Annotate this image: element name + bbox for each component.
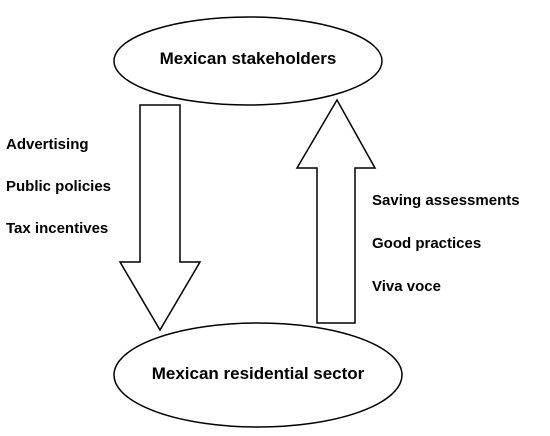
up-arrow-icon: [295, 98, 377, 324]
right-label-viva-voce: Viva voce: [372, 278, 441, 295]
right-label-good-practices: Good practices: [372, 235, 482, 252]
bottom-ellipse: [113, 322, 403, 428]
left-label-advertising: Advertising: [6, 136, 89, 153]
top-node-label: Mexican stakeholders: [159, 49, 337, 68]
right-label-saving-assessments: Saving assessments: [372, 192, 520, 209]
bottom-node-label: Mexican residential sector: [151, 364, 365, 383]
down-arrow-icon: [118, 104, 202, 332]
left-label-public-policies: Public policies: [6, 178, 112, 195]
top-ellipse: [113, 16, 383, 106]
left-label-tax-incentives: Tax incentives: [6, 220, 109, 237]
